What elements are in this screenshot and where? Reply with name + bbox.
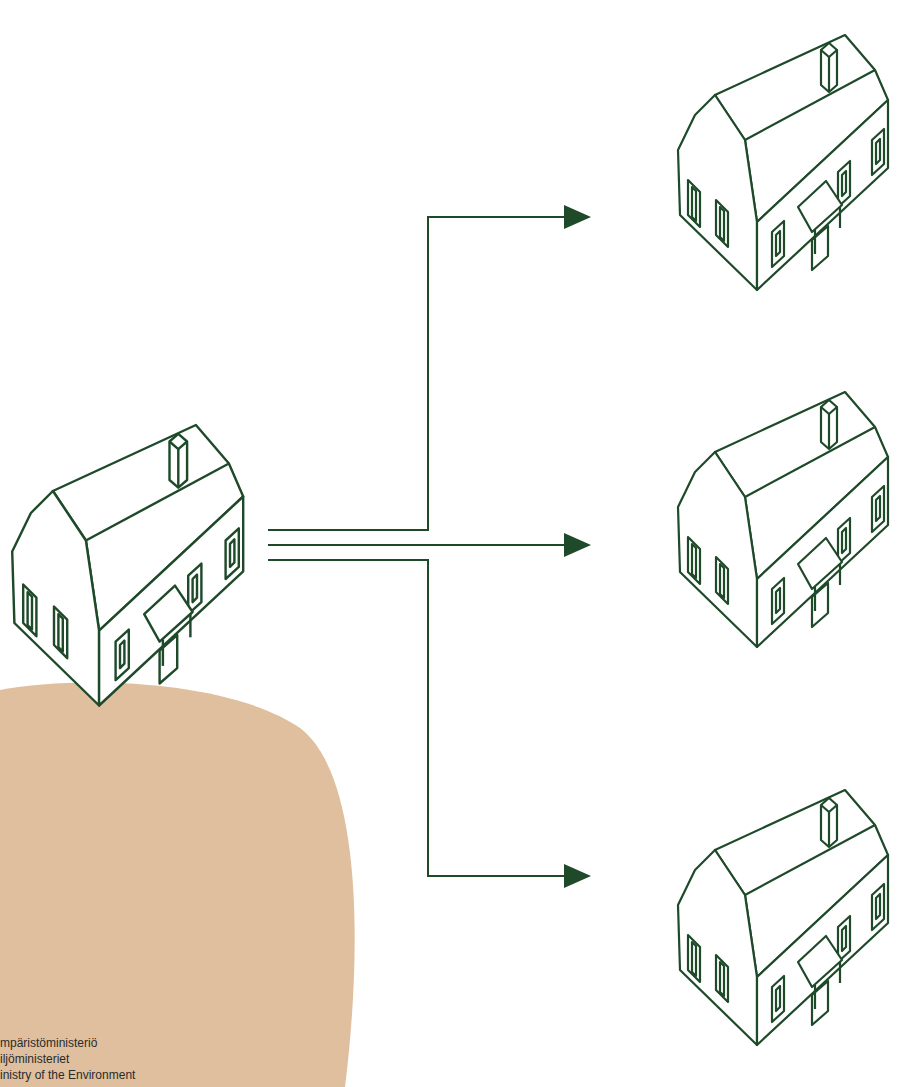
logo-text: inistry of the Environment (0, 1068, 135, 1082)
target-house (678, 790, 888, 1045)
branch-line (268, 217, 566, 530)
source-house (12, 425, 243, 706)
arrow-head (564, 864, 591, 888)
logo-text: mpäristöministeriö (0, 1036, 97, 1050)
target-house (678, 35, 888, 290)
branch-line (268, 560, 566, 876)
logo-text: iljöministeriet (0, 1052, 69, 1066)
target-house (678, 392, 888, 647)
arrow-head (564, 533, 591, 557)
tan-blob (0, 682, 355, 1087)
branch-line (268, 544, 566, 546)
arrow-head (564, 205, 591, 229)
